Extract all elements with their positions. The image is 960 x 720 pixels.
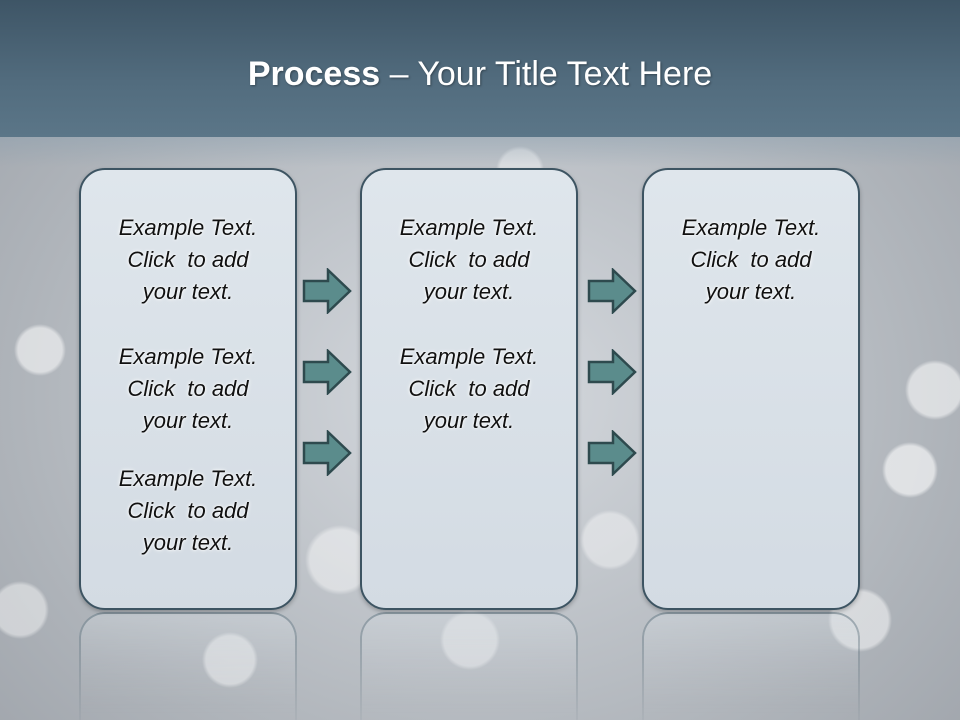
text-line: your text.: [423, 408, 515, 433]
right-arrow-icon[interactable]: [587, 268, 637, 314]
right-arrow-icon[interactable]: [587, 349, 637, 395]
title-bold: Process: [247, 55, 381, 93]
process-column-1[interactable]: Example Text. Click to add your text. Ex…: [79, 168, 297, 610]
text-line: Click to add: [127, 498, 249, 523]
text-line: Example Text.: [681, 215, 821, 240]
text-line: your text.: [142, 408, 234, 433]
text-line: Click to add: [127, 247, 249, 272]
text-line: Click to add: [690, 247, 812, 272]
text-placeholder[interactable]: Example Text. Click to add your text.: [362, 212, 576, 308]
right-arrow-icon[interactable]: [302, 268, 352, 314]
title-rest: – Your Title Text Here: [380, 55, 713, 93]
text-placeholder[interactable]: Example Text. Click to add your text.: [81, 341, 295, 437]
text-line: Example Text.: [399, 215, 539, 240]
column-reflection: [79, 612, 297, 720]
text-placeholder[interactable]: Example Text. Click to add your text.: [81, 212, 295, 308]
text-line: Click to add: [127, 376, 249, 401]
right-arrow-icon[interactable]: [302, 430, 352, 476]
text-line: your text.: [142, 530, 234, 555]
right-arrow-icon[interactable]: [587, 430, 637, 476]
text-line: Example Text.: [118, 215, 258, 240]
process-column-3[interactable]: Example Text. Click to add your text.: [642, 168, 860, 610]
text-placeholder[interactable]: Example Text. Click to add your text.: [362, 341, 576, 437]
text-line: Example Text.: [118, 466, 258, 491]
title-bar: [0, 0, 960, 137]
text-placeholder[interactable]: Example Text. Click to add your text.: [81, 463, 295, 559]
text-line: your text.: [705, 279, 797, 304]
column-reflection: [642, 612, 860, 720]
right-arrow-icon[interactable]: [302, 349, 352, 395]
process-column-2[interactable]: Example Text. Click to add your text. Ex…: [360, 168, 578, 610]
slide-title[interactable]: Process – Your Title Text Here: [0, 52, 960, 96]
text-line: Example Text.: [118, 344, 258, 369]
title-bar-shadow: [0, 137, 960, 167]
text-line: your text.: [423, 279, 515, 304]
column-reflection: [360, 612, 578, 720]
text-line: Click to add: [408, 247, 530, 272]
text-line: your text.: [142, 279, 234, 304]
text-placeholder[interactable]: Example Text. Click to add your text.: [644, 212, 858, 308]
text-line: Click to add: [408, 376, 530, 401]
text-line: Example Text.: [399, 344, 539, 369]
